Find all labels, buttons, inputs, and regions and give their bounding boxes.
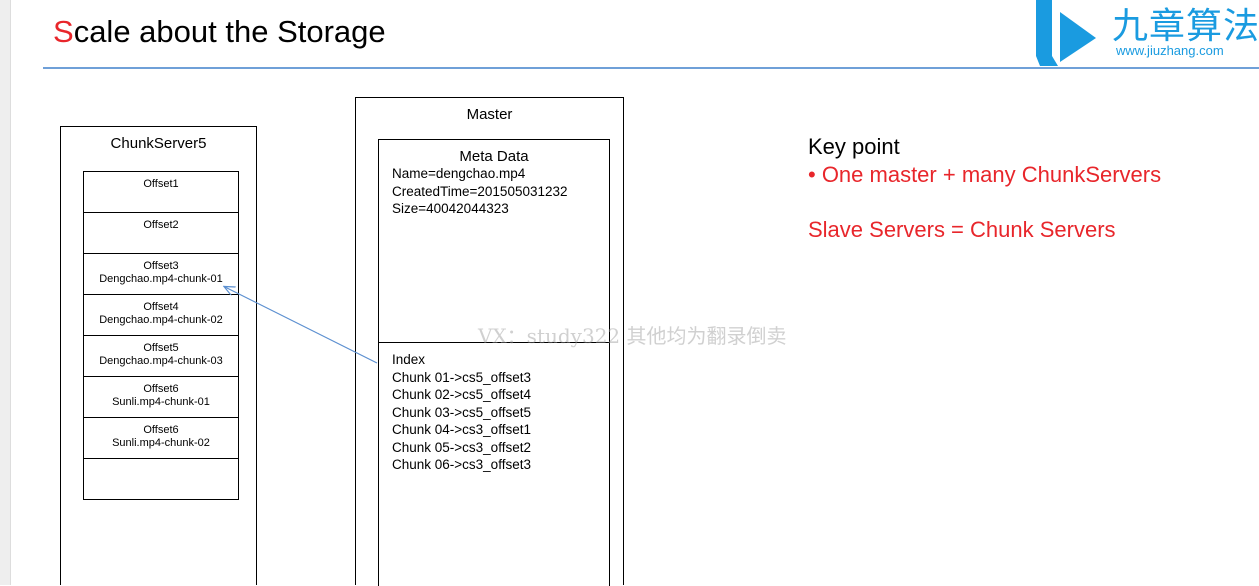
chunk-label: Dengchao.mp4-chunk-01: [99, 273, 223, 285]
title-rest: cale about the Storage: [73, 14, 386, 49]
meta-line: Size=40042044323: [392, 201, 509, 216]
play-logo-icon: [1036, 0, 1096, 66]
chunk-label: Sunli.mp4-chunk-02: [112, 437, 210, 449]
watermark-text: VX：study322 其他均为翻录倒卖: [478, 324, 787, 348]
meta-line: CreatedTime=201505031232: [392, 183, 568, 199]
chunk-label: Dengchao.mp4-chunk-02: [99, 314, 223, 326]
chunk-label: Sunli.mp4-chunk-01: [112, 396, 210, 408]
index-line: Chunk 05->cs3_offset2: [392, 439, 531, 455]
offset-label: Offset4: [143, 301, 179, 313]
key-point-bullet: • One master + many ChunkServers: [808, 162, 1162, 187]
index-line: Chunk 04->cs3_offset1: [392, 422, 531, 437]
master-box: Master Meta Data Name=dengchao.mp4 Creat…: [355, 97, 624, 586]
offset-label: Offset6: [143, 424, 179, 436]
index-line: Chunk 06->cs3_offset3: [392, 457, 531, 472]
chunk-label: Dengchao.mp4-chunk-03: [99, 355, 223, 367]
index-lines: Index Chunk 01->cs5_offset3 Chunk 02->cs…: [379, 343, 609, 474]
meta-line: Name=dengchao.mp4: [392, 166, 526, 181]
offset-label: Offset6: [143, 383, 179, 395]
slide-title: Scale about the Storage: [53, 14, 386, 50]
meta-data-lines: Name=dengchao.mp4 CreatedTime=2015050312…: [379, 165, 609, 218]
meta-data-panel: Meta Data Name=dengchao.mp4 CreatedTime=…: [378, 139, 610, 343]
index-panel: Index Chunk 01->cs5_offset3 Chunk 02->cs…: [378, 342, 610, 586]
left-edge-strip: [0, 0, 11, 585]
jiuzhang-logo: 九章算法 www.jiuzhang.com: [1030, 0, 1259, 66]
logo-url-text: www.jiuzhang.com: [1116, 43, 1224, 58]
title-underline: [43, 67, 1259, 69]
offset-cell: Offset1: [83, 171, 239, 213]
offset-label: Offset5: [143, 342, 179, 354]
offset-label: Offset3: [143, 260, 179, 272]
master-title: Master: [466, 106, 513, 123]
index-heading: Index: [392, 352, 426, 367]
offset-label: Offset2: [143, 219, 179, 231]
key-point-heading: Key point: [808, 134, 900, 159]
meta-data-heading: Meta Data: [459, 148, 529, 165]
logo-chinese-text: 九章算法: [1112, 6, 1259, 47]
index-line: Chunk 01->cs5_offset3: [392, 369, 531, 385]
key-point-line: Slave Servers = Chunk Servers: [808, 217, 1116, 242]
key-point-section: Key point • One master + many ChunkServe…: [808, 134, 1161, 243]
index-line: Chunk 03->cs5_offset5: [392, 404, 531, 420]
title-first-letter: S: [53, 14, 74, 49]
index-line: Chunk 02->cs5_offset4: [392, 387, 531, 402]
offset-cell: [83, 459, 239, 500]
chunkserver-title: ChunkServer5: [110, 135, 207, 152]
offset-label: Offset1: [143, 178, 179, 190]
offset-cell: Offset2: [83, 213, 239, 254]
